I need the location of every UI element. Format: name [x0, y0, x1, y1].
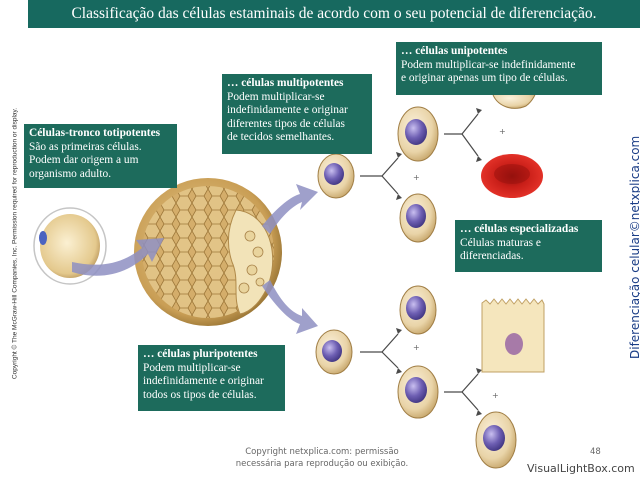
copyright-side-note: Copyright © The McGraw-Hill Companies, I… [11, 107, 19, 380]
totipotent-heading: Células-tronco totipotentes [29, 127, 161, 139]
pluripotent-line: todos os tipos de células. [143, 388, 257, 401]
totipotent-line: São as primeiras células. [29, 140, 142, 153]
plus-sign-4: + [492, 391, 499, 400]
zygote-arrow [72, 238, 164, 276]
pluripotent-box: … células pluripotentes Podem multiplica… [138, 345, 285, 411]
totipotent-box: Células-tronco totipotentes São as prime… [24, 124, 177, 188]
pluripotent-heading: … células pluripotentes [143, 348, 258, 360]
unipotent-heading: … células unipotentes [401, 45, 508, 57]
unipotent-cell [397, 106, 439, 162]
blastocyst [134, 178, 282, 326]
page-title: Classificação das células estaminais de … [28, 0, 640, 28]
unipotent-line: Podem multiplicar-se indefinidamente [401, 58, 576, 71]
pluripotent-arrow [262, 280, 318, 334]
multipotent-line: diferentes tipos de células [227, 117, 345, 130]
multipotent-arrow [262, 184, 318, 234]
specialized-line: diferenciadas. [460, 250, 524, 263]
unipotent-line: e originar apenas um tipo de células. [401, 72, 568, 85]
footer-copyright: Copyright netxplica.com: permissão neces… [222, 446, 422, 470]
specialized-epithelial-cell [481, 298, 545, 373]
pluripotent-daughter-bottom [397, 365, 439, 419]
multipotent-box: … células multipotentes Podem multiplica… [222, 74, 372, 154]
multipotent-line: Podem multiplicar-se [227, 90, 325, 103]
multipotent-heading: … células multipotentes [227, 77, 344, 89]
pluripotent-line: indefinidamente e originar [143, 375, 264, 388]
multipotent-line: de tecidos semelhantes. [227, 131, 335, 144]
totipotent-line: Podem dar origem a um [29, 154, 139, 167]
plus-sign-1: + [413, 173, 420, 182]
pluripotent-daughter-top [399, 285, 437, 335]
footer-line: Copyright netxplica.com: permissão [245, 447, 399, 457]
specialized-heading: … células especializadas [460, 223, 579, 235]
unipotent-daughter-lower [475, 411, 517, 469]
pluripotent-cell [315, 329, 353, 375]
footer-line: necessária para reprodução ou exibição. [235, 459, 409, 469]
unipotent-box: … células unipotentes Podem multiplicar-… [396, 42, 602, 95]
plus-sign-3: + [413, 343, 420, 352]
red-blood-cell [481, 154, 543, 198]
specialized-box: … células especializadas Células maturas… [455, 220, 602, 272]
page-number: 48 [590, 447, 601, 457]
brand-vertical-label: Diferenciação celular©netxplica.com [628, 135, 640, 359]
watermark-link[interactable]: VisualLightBox.com [527, 462, 635, 475]
totipotent-line: organismo adulto. [29, 167, 112, 180]
multipotent-line: indefinidamente e originar [227, 104, 348, 117]
specialized-line: Células maturas e [460, 236, 541, 249]
plus-sign-2: + [499, 127, 506, 136]
branch-connectors [360, 113, 479, 411]
pluripotent-line: Podem multiplicar-se [143, 361, 241, 374]
multipotent-cell [317, 153, 355, 199]
multipotent-daughter-cell [399, 193, 437, 243]
